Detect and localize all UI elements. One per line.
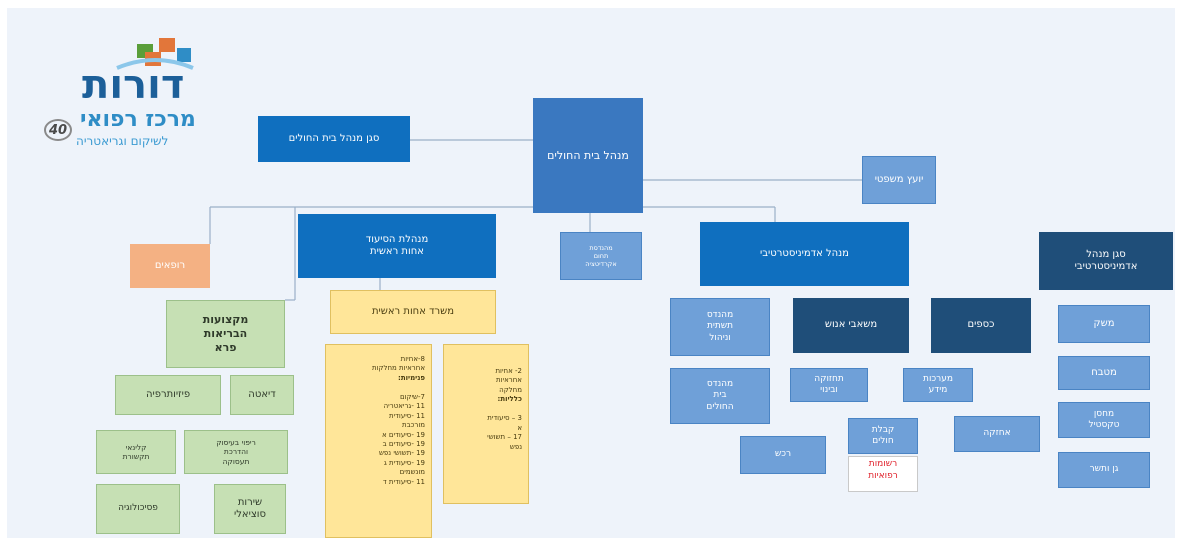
nurse-list-left-item: 8-אחיות — [400, 355, 425, 363]
logo-name: דורות — [82, 62, 185, 108]
economy-box: משק — [1058, 305, 1150, 343]
paramedical-box: מקצועות הבריאות פרא — [166, 300, 285, 368]
logo-subtitle: מרכז רפואי — [80, 107, 196, 132]
diet-box: דיאטה — [230, 375, 294, 415]
nurse-list-left-item: מונשמים — [399, 468, 425, 477]
nurse-list-left-item: 11 -סיעודית — [388, 411, 425, 420]
nurse-list-right: 2- אחיות אחראיות מחלקה כלליות: 3 – סיעוד… — [443, 344, 529, 504]
nurse-list-left: 8-אחיות אחראיות מחלקות פנימיות: 7-שיקום … — [325, 344, 432, 538]
admin-director-box: מנהל אדמיניסטרטיבי — [700, 222, 909, 286]
head-nurse-office-box: משרד אחות ראשית — [330, 290, 496, 334]
legal-advisor-box: יועץ משפטי — [862, 156, 936, 204]
anniversary-badge: 40 — [44, 119, 72, 141]
nurse-list-right-item: א — [517, 423, 522, 432]
nursing-director-box: מנהלת הסיעוד אחות ראשית — [298, 214, 496, 278]
medical-records-box: רשומות רפואיות — [848, 456, 918, 492]
logo-tagline: לשיקום וגריאטריה — [76, 134, 169, 148]
social-work-box: שירות סוציאלי — [214, 484, 286, 534]
info-systems-box: מערכות מידע — [903, 368, 973, 402]
nurse-list-left-item: 19 -סיעודית ג — [383, 458, 425, 467]
nurse-list-left-item: 11 -סיעודית ד — [382, 477, 425, 486]
psychology-box: פסיכולוגיה — [96, 484, 180, 534]
nurse-list-right-item — [450, 405, 522, 414]
nurse-list-left-item: פנימיות: — [398, 373, 425, 382]
logo-blocks-icon — [116, 38, 194, 70]
nurse-list-right-item: 17 – תשושי — [487, 433, 522, 442]
nurse-list-right-item: מחלקה — [499, 385, 522, 394]
patient-intake-box: קבלת חולים — [848, 418, 918, 454]
nurse-list-left-item: 7-שיקום — [399, 392, 425, 401]
occupational-therapy-box: ריפוי בעיסוק והדרכת תעסוקה — [184, 430, 288, 474]
nurse-list-left-item: 19 -תשושי נפש — [378, 449, 425, 458]
nurse-list-right-item: כלליות: — [497, 395, 522, 404]
nurse-list-left-item: 11 -גריאטריה — [383, 402, 425, 411]
nurse-list-left-item: מורכבת — [402, 421, 425, 430]
deputy-director-box: סגן מנהל בית החולים — [258, 116, 410, 162]
warehouse-box: מחסן טקסטיל — [1058, 402, 1150, 438]
finance-box: כספים — [931, 298, 1031, 353]
nurse-list-right-item: אחראיות — [496, 376, 522, 385]
gardening-box: גן ותשר — [1058, 452, 1150, 488]
nurse-list-left-item: 19 -סיעודים ב — [382, 439, 425, 448]
procurement-box: רכש — [740, 436, 826, 474]
nurse-list-right-item: נפש — [509, 442, 522, 451]
nurse-list-left-item: אחראיות מחלקות — [372, 364, 425, 373]
engineering-mgmt-box: מהנדס תשתית וניהול — [670, 298, 770, 356]
hospital-engineer-box: מהנדס בית החולים — [670, 368, 770, 424]
storage-box: אחזקה — [954, 416, 1040, 452]
maintenance-box: תחזוקה ובינוי — [790, 368, 868, 402]
kitchen-box: מטבח — [1058, 356, 1150, 390]
deputy-admin-box: סגן מנהל אדמיניסטרטיבי — [1039, 232, 1173, 290]
nurse-list-left-item — [332, 383, 425, 392]
nurse-list-right-item: 2- אחיות — [495, 367, 522, 375]
nurse-list-left-item: 19 -סיעודים א — [381, 430, 425, 439]
quality-box: מהנדסת תחום אקרדיטציה — [560, 232, 642, 280]
nurse-list-right-item: 3 – סיעודית — [487, 414, 522, 423]
doctors-box: רופאים — [130, 244, 210, 288]
ceo-box: מנהל בית החולים — [533, 98, 643, 213]
speech-therapy-box: קלינאי תקשורת — [96, 430, 176, 474]
physiotherapy-box: פיזיותרפיה — [115, 375, 221, 415]
hr-box: משאבי אנוש — [793, 298, 909, 353]
